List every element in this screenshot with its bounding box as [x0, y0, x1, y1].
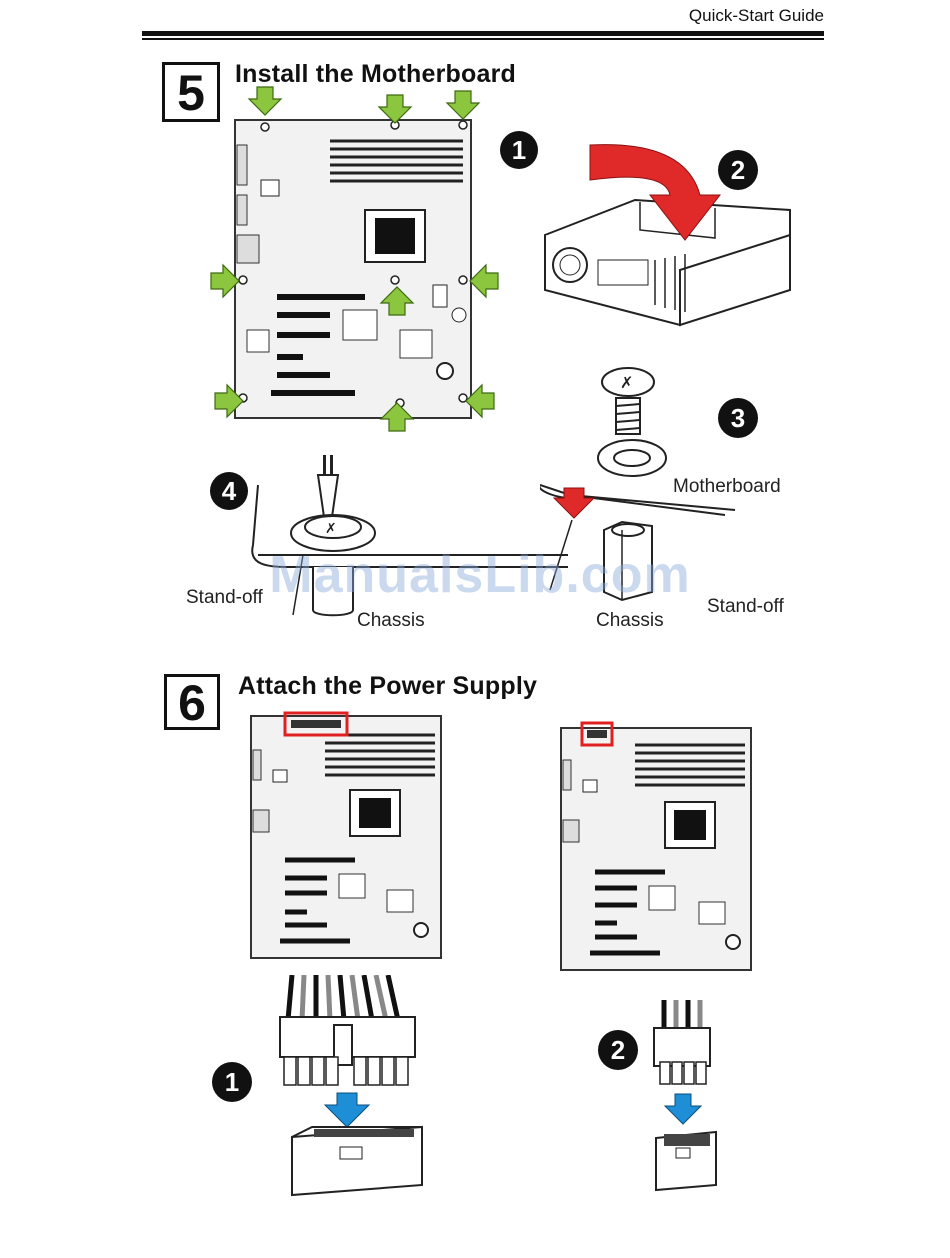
step5-callout-4: 4 [210, 472, 248, 510]
step-6-title: Attach the Power Supply [238, 672, 537, 701]
step6-motherboard-right [555, 720, 755, 972]
chassis-label-left: Chassis [357, 610, 425, 632]
step-6-box: 6 [164, 674, 220, 730]
guide-title: Quick-Start Guide [600, 6, 824, 26]
watermark: ManualsLib.com [260, 545, 700, 605]
header-rule-thin [142, 38, 824, 40]
standoff-label-left: Stand-off [186, 587, 263, 609]
step5-callout-2: 2 [718, 150, 758, 190]
red-insert-arrow [585, 140, 735, 250]
step6-callout-1: 1 [212, 1062, 252, 1102]
8pin-connector-diagram [650, 1000, 725, 1200]
svg-text:✗: ✗ [620, 373, 633, 392]
standoff-label-right: Stand-off [707, 596, 784, 618]
24pin-connector-diagram [272, 975, 442, 1200]
step6-motherboard-left [245, 710, 445, 960]
motherboard-label: Motherboard [673, 476, 781, 498]
svg-text:✗: ✗ [325, 521, 337, 537]
step5-motherboard-diagram [205, 85, 505, 435]
chassis-label-right: Chassis [596, 610, 664, 632]
header-rule [142, 31, 824, 36]
step5-callout-1: 1 [500, 131, 538, 169]
step6-callout-2: 2 [598, 1030, 638, 1070]
